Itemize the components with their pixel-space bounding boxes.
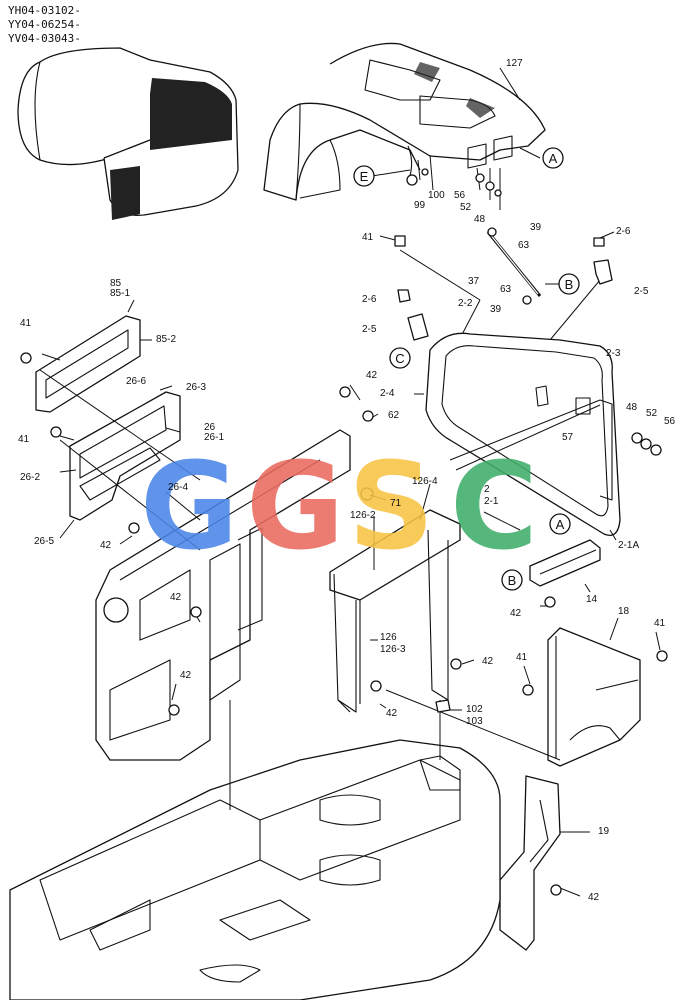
drawing-code: YY04-06254-	[8, 18, 81, 31]
watermark-letter: G	[140, 438, 239, 577]
part-number: 100	[428, 190, 445, 201]
callout-C: C	[395, 351, 404, 366]
watermark-letter: S	[348, 438, 434, 577]
part-number: 42	[588, 892, 600, 903]
drawing-code: YH04-03102-	[8, 4, 81, 17]
base-frame	[9, 700, 501, 1000]
part-number: 126-4	[412, 476, 438, 487]
column-supports-126	[329, 487, 461, 713]
part-number: 85-1	[110, 288, 130, 299]
part-number: 99	[414, 200, 426, 211]
part-number: 14	[586, 594, 598, 605]
canopy-roof-127	[263, 42, 546, 201]
watermark: G G S C	[140, 438, 538, 577]
watermark-letter: C	[450, 438, 538, 577]
part-number: 56	[664, 416, 676, 427]
part-number: 26	[204, 422, 216, 433]
part-number: 48	[474, 214, 486, 225]
drawing-code-list: YH04-03102- YY04-06254- YV04-03043-	[8, 4, 81, 46]
part-number: 127	[506, 58, 523, 69]
part-number: 2-5	[362, 324, 377, 335]
part-number: 42	[482, 656, 494, 667]
part-number: 2-1	[484, 496, 499, 507]
part-number: 52	[646, 408, 658, 419]
part-number: 2-5	[634, 286, 649, 297]
bolts	[128, 386, 668, 896]
part-number-labels: 127 100 99 56 52 48 39 63 41 2-6 2-5 37 …	[18, 58, 676, 903]
part-number: 126	[380, 632, 397, 643]
left-panel-85	[20, 315, 141, 413]
part-number: 2-4	[380, 388, 395, 399]
callout-B: B	[565, 277, 574, 292]
part-number: 42	[366, 370, 378, 381]
part-number: 41	[516, 652, 528, 663]
part-number: 2-1A	[618, 540, 639, 551]
part-number: 41	[654, 618, 666, 629]
part-number: 126-2	[350, 510, 376, 521]
part-number: 41	[20, 318, 32, 329]
part-number: 2-2	[458, 298, 473, 309]
part-number: 41	[362, 232, 374, 243]
hardware-top	[394, 168, 613, 341]
part-number: 39	[490, 304, 502, 315]
cab-thumbnail	[17, 47, 239, 220]
part-number: 2-6	[616, 226, 631, 237]
part-number: 19	[598, 826, 610, 837]
part-number: 85-2	[156, 334, 176, 345]
part-number: 63	[518, 240, 530, 251]
drawing-code: YV04-03043-	[8, 32, 81, 45]
part-number: 52	[460, 202, 472, 213]
part-number: 103	[466, 716, 483, 727]
part-number: 26-4	[168, 482, 188, 493]
cover-18	[547, 627, 641, 767]
part-number: 39	[530, 222, 542, 233]
part-number: 37	[468, 276, 480, 287]
cover-19	[499, 775, 561, 951]
leader-lines-top	[371, 67, 615, 349]
callout-circles: A E B C A B	[353, 147, 580, 591]
part-number: 42	[386, 708, 398, 719]
washer-stack	[631, 432, 662, 456]
part-number: 41	[18, 434, 30, 445]
part-number: 2-6	[362, 294, 377, 305]
part-number: 26-5	[34, 536, 54, 547]
leader-lines-main	[39, 299, 661, 897]
part-number: 42	[170, 592, 182, 603]
part-number: 26-6	[126, 376, 146, 387]
part-number: 62	[388, 410, 400, 421]
part-number: 42	[180, 670, 192, 681]
part-number: 42	[100, 540, 112, 551]
callout-B: B	[508, 573, 517, 588]
part-number: 2-3	[606, 348, 621, 359]
left-panel-26	[50, 391, 181, 521]
callout-A: A	[556, 517, 565, 532]
watermark-letter: G	[246, 438, 345, 577]
part-number: 42	[510, 608, 522, 619]
callout-A: A	[549, 151, 558, 166]
part-number: 48	[626, 402, 638, 413]
part-number: 26-2	[20, 472, 40, 483]
callout-E: E	[360, 169, 369, 184]
part-number: 26-1	[204, 432, 224, 443]
part-number: 71	[390, 498, 402, 509]
part-number: 63	[500, 284, 512, 295]
part-number: 126-3	[380, 644, 406, 655]
main-frame-left	[95, 429, 351, 761]
part-number: 26-3	[186, 382, 206, 393]
bracket-14	[529, 539, 601, 587]
part-number: 56	[454, 190, 466, 201]
part-number: 57	[562, 432, 574, 443]
part-number: 18	[618, 606, 630, 617]
part-number: 2	[484, 484, 490, 495]
part-number: 85	[110, 278, 122, 289]
door-panel-2	[425, 332, 621, 537]
part-number: 102	[466, 704, 483, 715]
